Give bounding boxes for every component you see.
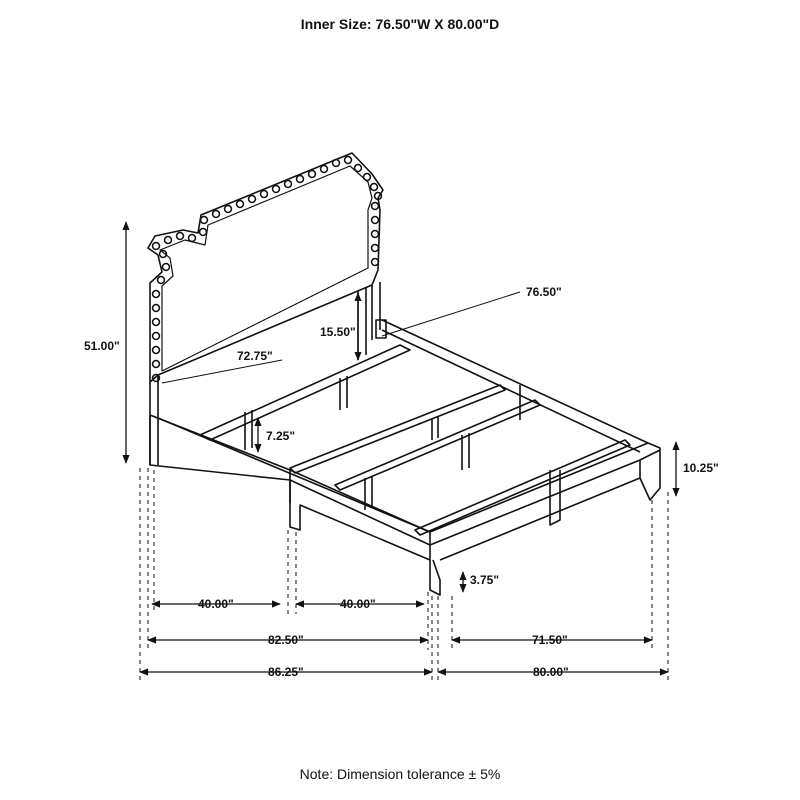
tolerance-note: Note: Dimension tolerance ± 5% <box>299 766 501 782</box>
slat-3 <box>414 439 631 536</box>
inner-width-label: 76.50" <box>526 285 562 299</box>
half-width-left-label: 40.00" <box>198 597 234 611</box>
left-side-rail <box>149 415 441 596</box>
right-side-rail <box>381 319 649 444</box>
foot-rail <box>429 442 661 561</box>
inner-size-title: Inner Size: 76.50"W X 80.00"D <box>300 16 500 32</box>
slat-1 <box>289 384 506 474</box>
overall-height-label: 51.00" <box>84 339 120 353</box>
headboard-inner-edge <box>159 165 373 372</box>
slat-2 <box>334 399 541 491</box>
center-rail <box>199 344 411 441</box>
overall-length-label: 80.00" <box>533 665 569 679</box>
headboard-width-label: 72.75" <box>237 349 273 363</box>
half-width-right-label: 40.00" <box>340 597 376 611</box>
headboard-outline <box>147 152 384 383</box>
nailhead-trim <box>154 159 378 378</box>
front-inner-width-label: 82.50" <box>268 633 304 647</box>
overall-width-label: 86.25" <box>268 665 304 679</box>
leg-height-label: 3.75" <box>470 573 499 587</box>
slat-height-label: 7.25" <box>266 429 295 443</box>
footboard-height-label: 10.25" <box>683 461 719 475</box>
headboard-panel-height-label: 15.50" <box>320 325 356 339</box>
side-inner-length-label: 71.50" <box>532 633 568 647</box>
